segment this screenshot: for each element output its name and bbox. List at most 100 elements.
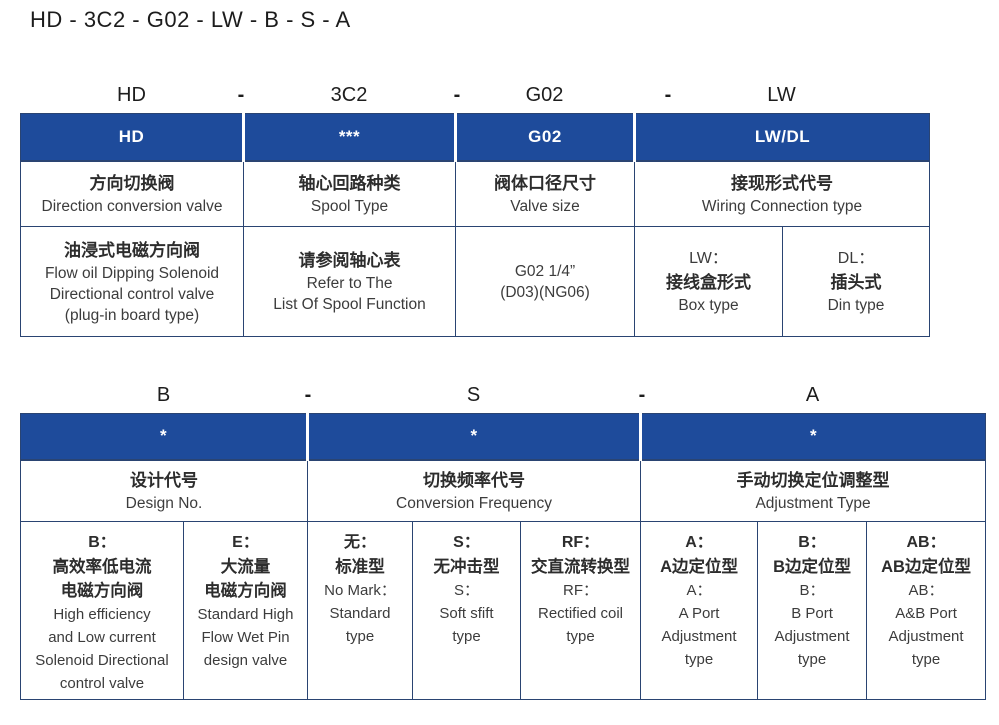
option-zh: B边定位型 [773, 558, 851, 576]
label-cell: 轴心回路种类 Spool Type [243, 160, 456, 227]
label-cell: 阀体口径尺寸 Valve size [455, 160, 635, 227]
option-code: B： [798, 534, 826, 551]
label-cell: 接现形式代号 Wiring Connection type [633, 160, 931, 227]
code-dash: - [638, 384, 646, 406]
option-code: S： [453, 534, 480, 551]
header-cell: * [305, 413, 642, 461]
option-code: E： [232, 534, 259, 551]
code-dash: - [237, 84, 245, 106]
option-en: No Mark： Standard type [324, 582, 396, 645]
code-segment: B [156, 384, 171, 406]
option-en: RF： Rectified coil type [537, 582, 624, 645]
label-en: Wiring Connection type [701, 197, 863, 215]
option-zh: 无冲击型 [433, 558, 500, 576]
label-en: Valve size [510, 197, 580, 215]
detail-cell: DL： 插头式 Din type [781, 226, 931, 337]
table-2: * * * 设计代号 Design No. 切换频率代号 Conversion … [20, 413, 987, 700]
label-en: Adjustment Type [755, 494, 871, 512]
option-zh: AB边定位型 [881, 558, 971, 576]
code-segment: S [466, 384, 481, 406]
label-zh: 轴心回路种类 [298, 173, 401, 193]
option-en: B： B Port Adjustment type [774, 582, 850, 668]
option-code: B： [88, 534, 116, 551]
label-zh: 设计代号 [130, 470, 198, 490]
detail-zh: 油浸式电磁方向阀 [64, 240, 200, 260]
label-en: Spool Type [310, 197, 389, 215]
option-zh: 标准型 [335, 558, 385, 576]
header-cell: HD [20, 113, 244, 162]
option-en: High efficiency and Low current Solenoid… [35, 606, 169, 692]
detail-zh: 请参阅轴心表 [298, 251, 401, 270]
table-2-label-row: 设计代号 Design No. 切换频率代号 Conversion Freque… [20, 459, 987, 522]
model-code-table-1: HD - 3C2 - G02 - LW HD *** G02 LW/DL 方向切… [20, 84, 931, 337]
code-segment: G02 [525, 84, 564, 106]
option-en: A： A Port Adjustment type [661, 582, 737, 668]
option-code: 无： [343, 534, 376, 551]
label-cell: 手动切换定位调整型 Adjustment Type [640, 459, 987, 522]
label-cell: 切换频率代号 Conversion Frequency [306, 459, 642, 522]
code-row-2: B - S - A [20, 384, 985, 413]
header-cell: * [20, 413, 308, 461]
table-1-header-row: HD *** G02 LW/DL [20, 113, 931, 162]
model-code-title: HD - 3C2 - G02 - LW - B - S - A [30, 7, 351, 32]
header-cell: *** [242, 113, 456, 162]
detail-en: Refer to The List Of Spool Function [273, 275, 426, 313]
label-en: Design No. [125, 494, 203, 512]
detail-zh: 接线盒形式 [666, 273, 751, 292]
code-segment: LW [767, 84, 796, 106]
detail-code: LW： [689, 250, 728, 267]
table-2-header-row: * * * [20, 413, 987, 461]
detail-cell: 请参阅轴心表 Refer to The List Of Spool Functi… [243, 226, 456, 337]
option-en: S： Soft sfift type [439, 582, 494, 645]
detail-en: Box type [678, 297, 739, 314]
option-zh: 大流量 电磁方向阀 [204, 558, 287, 600]
option-code: RF： [561, 534, 600, 551]
table-1-detail-row: 油浸式电磁方向阀 Flow oil Dipping Solenoid Direc… [20, 226, 931, 337]
detail-en: Din type [827, 297, 885, 314]
option-zh: A边定位型 [660, 558, 738, 576]
header-cell: G02 [454, 113, 635, 162]
label-zh: 阀体口径尺寸 [494, 173, 596, 193]
option-cell: AB： AB边定位型 AB： A&B Port Adjustment type [866, 521, 987, 700]
code-segment: A [805, 384, 820, 406]
option-cell: B： B边定位型 B： B Port Adjustment type [757, 521, 868, 700]
detail-en: G02 1/4” (D03)(NG06) [500, 262, 590, 301]
header-cell: * [639, 413, 987, 461]
detail-cell: LW： 接线盒形式 Box type [634, 226, 783, 337]
model-code-table-2: B - S - A * * * 设计代号 Design No. [20, 384, 987, 700]
detail-cell: G02 1/4” (D03)(NG06) [455, 226, 635, 337]
code-row-1: HD - 3C2 - G02 - LW [20, 84, 929, 113]
option-en: AB： A&B Port Adjustment type [888, 582, 964, 668]
code-segment: 3C2 [330, 84, 368, 106]
label-cell: 方向切换阀 Direction conversion valve [20, 160, 244, 227]
detail-en: Flow oil Dipping Solenoid Directional co… [44, 264, 220, 324]
label-en: Conversion Frequency [396, 494, 552, 512]
detail-cell: 油浸式电磁方向阀 Flow oil Dipping Solenoid Direc… [20, 226, 244, 337]
table-1-label-row: 方向切换阀 Direction conversion valve 轴心回路种类 … [20, 160, 931, 227]
option-cell: E： 大流量 电磁方向阀 Standard High Flow Wet Pin … [183, 521, 308, 700]
label-zh: 切换频率代号 [423, 470, 526, 490]
option-cell: S： 无冲击型 S： Soft sfift type [412, 521, 521, 700]
table-2-option-row: B： 高效率低电流 电磁方向阀 High efficiency and Low … [20, 521, 987, 700]
option-cell: 无： 标准型 No Mark： Standard type [307, 521, 413, 700]
label-zh: 手动切换定位调整型 [736, 470, 890, 490]
option-code: A： [685, 534, 713, 551]
option-en: Standard High Flow Wet Pin design valve [197, 606, 294, 669]
option-cell: RF： 交直流转换型 RF： Rectified coil type [519, 521, 642, 700]
header-cell: LW/DL [632, 113, 931, 162]
label-cell: 设计代号 Design No. [20, 459, 308, 522]
detail-zh: 插头式 [830, 273, 882, 292]
option-cell: B： 高效率低电流 电磁方向阀 High efficiency and Low … [20, 521, 184, 700]
code-dash: - [664, 84, 672, 106]
detail-code: DL： [837, 250, 875, 267]
code-segment: HD [117, 84, 146, 106]
label-zh: 方向切换阀 [89, 173, 175, 193]
option-zh: 高效率低电流 电磁方向阀 [52, 558, 152, 600]
option-cell: A： A边定位型 A： A Port Adjustment type [640, 521, 759, 700]
option-zh: 交直流转换型 [531, 558, 631, 576]
code-dash: - [453, 84, 461, 106]
code-dash: - [304, 384, 312, 406]
table-1: HD *** G02 LW/DL 方向切换阀 Direction convers… [20, 113, 931, 337]
label-en: Direction conversion valve [41, 197, 223, 215]
